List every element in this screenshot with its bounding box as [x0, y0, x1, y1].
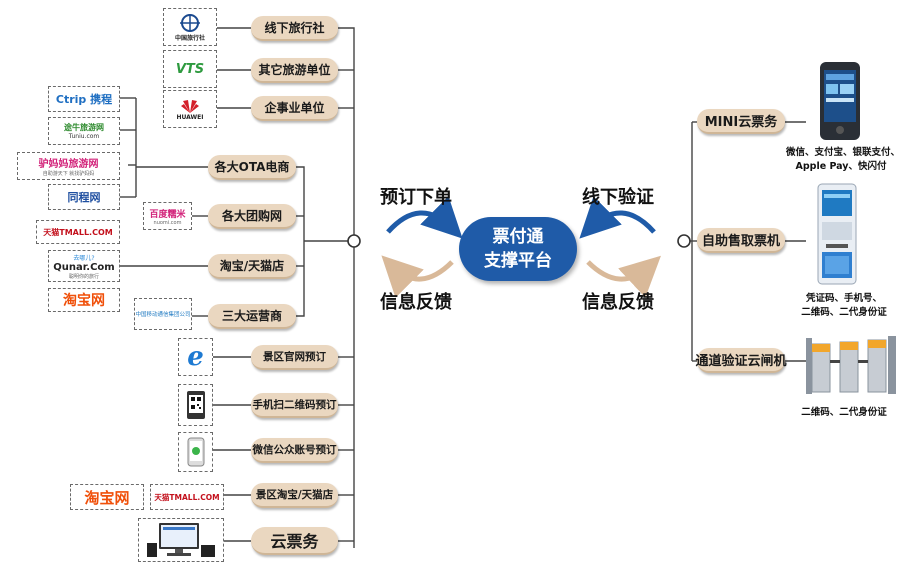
desktop-pos-icon — [147, 523, 215, 557]
channel-scenic-taobao[interactable]: 景区淘宝/天猫店 — [251, 483, 338, 508]
flow-verify-label: 线下验证 — [582, 187, 654, 208]
huawei-petal-icon — [181, 99, 199, 113]
channel-group-buy[interactable]: 各大团购网 — [208, 204, 296, 229]
arrow-feedback-left — [381, 255, 454, 298]
qrcode-phone-logo — [178, 384, 213, 426]
cloud-ticket-pc-logo — [138, 518, 224, 562]
channel-qrcode-scan[interactable]: 手机扫二维码预订 — [251, 393, 338, 418]
taobao-logo-2: 淘宝网 — [70, 484, 144, 510]
cits-emblem-icon — [180, 13, 200, 32]
gate-device-icon — [806, 336, 896, 394]
terminal-gate[interactable]: 通道验证云闸机 — [696, 348, 787, 373]
ie-browser-logo: e — [178, 338, 213, 376]
phone-qrcode-icon — [186, 391, 205, 419]
gate-caption: 二维码、二代身份证 — [801, 407, 887, 418]
huawei-logo: HUAWEI — [163, 90, 217, 128]
wechat-phone-icon — [187, 437, 204, 467]
arrow-verify — [579, 196, 656, 239]
platform-title-line1: 票付通 — [492, 227, 544, 247]
qunar-logo: 去哪儿? Qunar.Com 聪明你的旅行 — [48, 250, 120, 282]
channel-taobao-tmall[interactable]: 淘宝/天猫店 — [208, 254, 296, 279]
tmall-logo: 天猫TMALL.COM — [36, 220, 120, 244]
channel-official-site[interactable]: 景区官网预订 — [251, 345, 338, 370]
wechat-phone-logo — [178, 432, 213, 472]
channel-ota[interactable]: 各大OTA电商 — [208, 155, 296, 180]
mini-pos-device-icon — [820, 62, 860, 140]
terminal-self-service-kiosk[interactable]: 自助售取票机 — [697, 228, 785, 253]
channel-other-tourism[interactable]: 其它旅游单位 — [251, 58, 338, 83]
tongcheng-logo: 同程网 — [48, 184, 120, 210]
cits-logo: 中国旅行社 — [163, 8, 217, 46]
flow-order-label: 预订下单 — [380, 187, 452, 208]
channel-enterprise[interactable]: 企事业单位 — [251, 96, 338, 121]
tuniu-logo: 途牛旅游网 Tuniu.com — [48, 117, 120, 145]
tmall-logo-2: 天猫TMALL.COM — [150, 484, 224, 510]
platform-title-line2: 支撑平台 — [484, 251, 552, 271]
arrow-feedback-right — [586, 255, 661, 298]
channel-offline-travel-agency[interactable]: 线下旅行社 — [251, 16, 338, 41]
ie-browser-icon: e — [187, 342, 204, 372]
channel-carriers[interactable]: 三大运营商 — [208, 304, 296, 329]
arrow-order — [386, 196, 463, 239]
terminal-mini-cloud[interactable]: MINI云票务 — [697, 109, 785, 134]
cmcc-logo: 中国移动通信集团公司 — [134, 298, 192, 330]
kiosk-caption: 凭证码、手机号、 二维码、二代身份证 — [801, 293, 887, 318]
flow-feedback-right-label: 信息反馈 — [582, 292, 654, 313]
platform-center[interactable]: 票付通 支撑平台 — [459, 217, 577, 281]
flow-feedback-left-label: 信息反馈 — [380, 292, 452, 313]
channel-wechat-account[interactable]: 微信公众账号预订 — [251, 438, 338, 463]
taobao-logo: 淘宝网 — [48, 288, 120, 312]
channel-cloud-ticket[interactable]: 云票务 — [251, 527, 338, 555]
mini-caption: 微信、支付宝、银联支付、 Apple Pay、快闪付 — [786, 147, 901, 172]
kiosk-device-icon — [817, 183, 857, 285]
vts-logo: VTS — [163, 50, 217, 88]
lvmama-logo: 驴妈妈旅游网 自助游天下 就找驴妈妈 — [17, 152, 120, 180]
ctrip-logo: Ctrip 携程 — [48, 86, 120, 112]
nuomi-logo: 百度糯米 nuomi.com — [143, 202, 192, 230]
